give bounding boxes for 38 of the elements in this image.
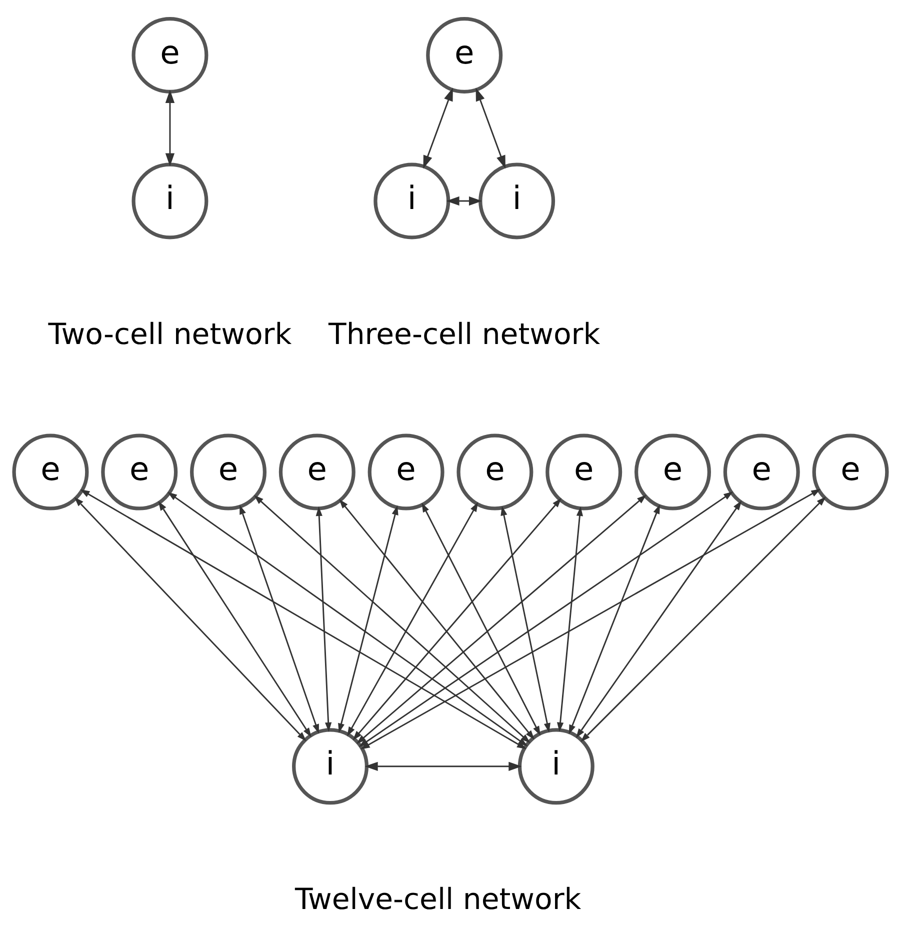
arrow: [338, 505, 398, 733]
node-circle: e: [546, 434, 622, 510]
arrow: [240, 504, 319, 734]
node-circle: i: [132, 162, 208, 240]
node-circle: e: [456, 434, 534, 510]
arrow: [74, 497, 306, 742]
arrow: [476, 88, 506, 169]
node-circle: e: [132, 17, 208, 94]
arrow: [364, 762, 522, 772]
arrow: [356, 494, 646, 744]
label: Three-cell network: [328, 316, 600, 351]
label: Twelve-cell network: [295, 882, 582, 916]
arrow: [500, 506, 550, 733]
arrow: [158, 501, 312, 738]
arrow: [576, 500, 742, 738]
arrow: [80, 489, 526, 750]
arrow: [254, 495, 530, 744]
arrow: [556, 506, 584, 732]
arrow: [316, 506, 332, 732]
arrow: [165, 90, 175, 166]
arrow: [580, 496, 826, 742]
node-circle: e: [12, 434, 89, 510]
arrow: [360, 488, 821, 750]
node-circle: e: [426, 17, 503, 94]
arrow: [339, 499, 534, 740]
node-circle: i: [374, 162, 450, 240]
arrow: [423, 88, 453, 169]
arrow: [568, 504, 660, 734]
arrow: [352, 498, 562, 740]
arrow: [422, 502, 540, 736]
node-circle: i: [478, 162, 556, 240]
node-circle: e: [634, 434, 711, 510]
arrow: [446, 196, 482, 206]
node-circle: e: [190, 434, 267, 510]
label: Two-cell network: [48, 316, 292, 351]
node-circle: e: [368, 434, 444, 510]
arrow: [347, 502, 478, 736]
node-circle: e: [812, 434, 889, 510]
